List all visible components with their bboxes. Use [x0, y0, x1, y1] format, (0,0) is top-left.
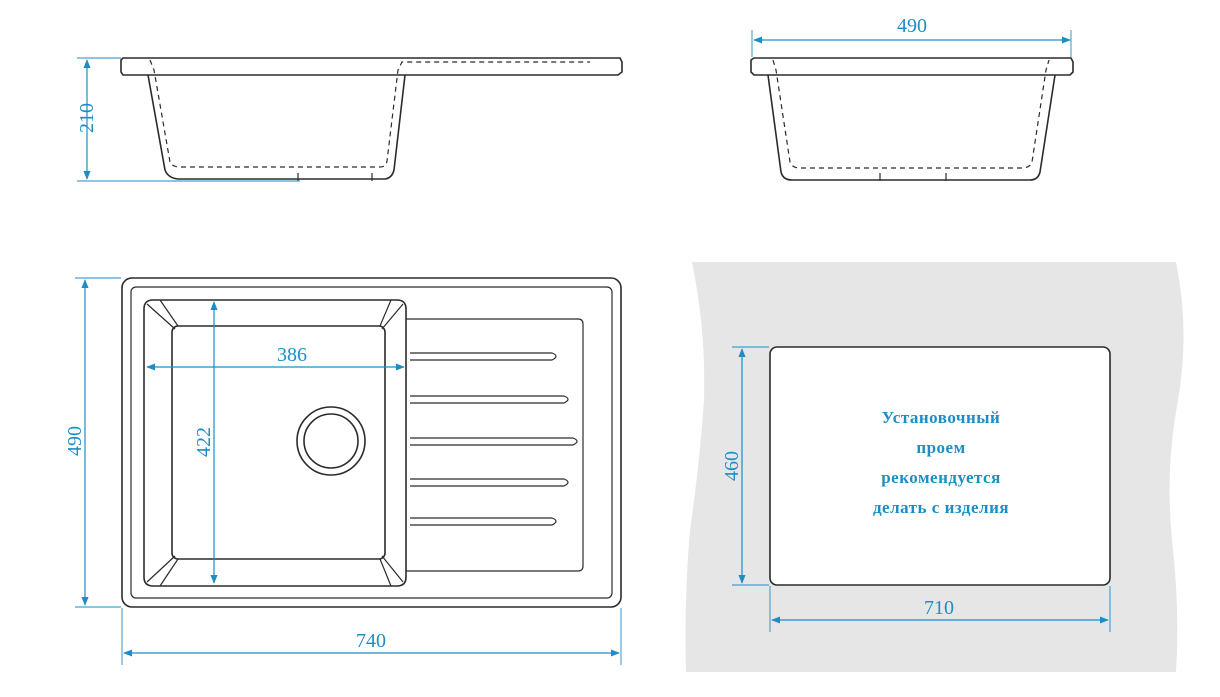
- side-view-basin-hidden: [149, 59, 590, 168]
- top-view-bowl-corner-bevels: [146, 299, 404, 587]
- top-view-drain-inner: [303, 413, 359, 469]
- front-view-width-label: 490: [897, 15, 927, 37]
- side-view-rim: [120, 57, 623, 76]
- top-view: 490 740 386 422: [64, 277, 622, 665]
- bowl-height-label: 422: [193, 427, 215, 457]
- top-view-height-label: 490: [64, 426, 86, 456]
- front-view-basin-hidden: [772, 59, 1050, 169]
- cutout-opening: [769, 346, 1111, 586]
- top-view-width-label: 740: [356, 630, 386, 652]
- cutout-height-label: 460: [721, 451, 743, 481]
- cutout-view: Установочный проем рекомендуется делать …: [685, 262, 1184, 672]
- side-view-basin: [147, 74, 406, 180]
- top-view-outer-rim: [121, 277, 622, 608]
- side-view-drain: [297, 173, 373, 181]
- front-view-basin: [767, 74, 1056, 181]
- cutout-note-line-1: Установочный: [882, 408, 1001, 427]
- front-view-rim: [750, 57, 1074, 76]
- top-view-bowl-outer: [143, 299, 407, 587]
- side-view-height-label: 210: [76, 103, 98, 133]
- top-view-drainboard: [406, 318, 584, 572]
- cutout-note-line-4: делать с изделия: [873, 498, 1009, 517]
- top-view-inner-rim: [130, 286, 613, 599]
- top-view-drainboard-grooves: [410, 352, 578, 526]
- side-view: 210: [76, 57, 623, 182]
- cutout-width-label: 710: [924, 597, 954, 619]
- top-view-drain-outer: [296, 406, 366, 476]
- front-view: 490: [750, 15, 1074, 181]
- front-view-drain: [879, 173, 947, 181]
- bowl-width-label: 386: [277, 344, 307, 366]
- cutout-note-line-3: рекомендуется: [881, 468, 1001, 487]
- top-view-bowl-inner: [171, 325, 386, 560]
- cutout-note-line-2: проем: [916, 438, 965, 457]
